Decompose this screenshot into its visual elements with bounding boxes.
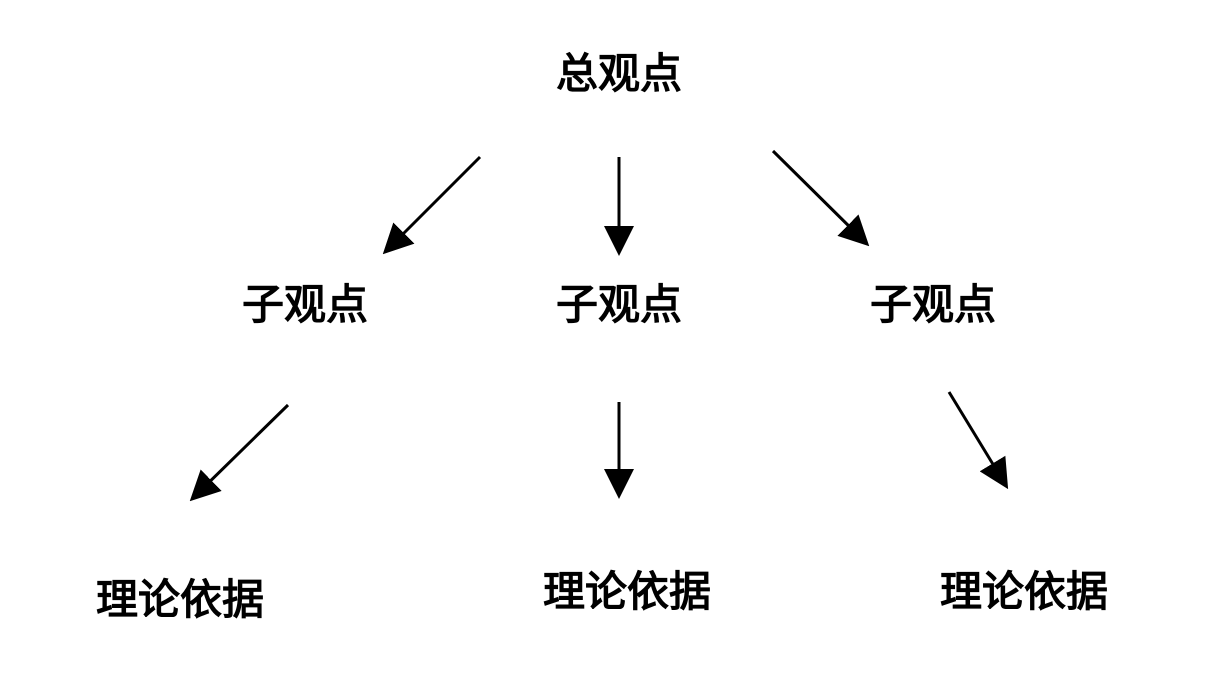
sub-point-1-label: 子观点: [241, 280, 369, 329]
arrow-sub-1-to-basis: [189, 403, 290, 502]
arrow-root-to-sub-3: [771, 149, 870, 247]
basis-3-label: 理论依据: [939, 567, 1109, 616]
sub-point-3-label: 子观点: [869, 280, 997, 329]
sub-point-2-label: 子观点: [555, 280, 683, 329]
arrow-sub-3-to-basis: [947, 391, 1009, 490]
basis-1-label: 理论依据: [95, 575, 265, 624]
arrow-root-to-sub-1: [382, 155, 482, 255]
basis-2-label: 理论依据: [542, 567, 712, 616]
root-point-label: 总观点: [555, 49, 683, 98]
